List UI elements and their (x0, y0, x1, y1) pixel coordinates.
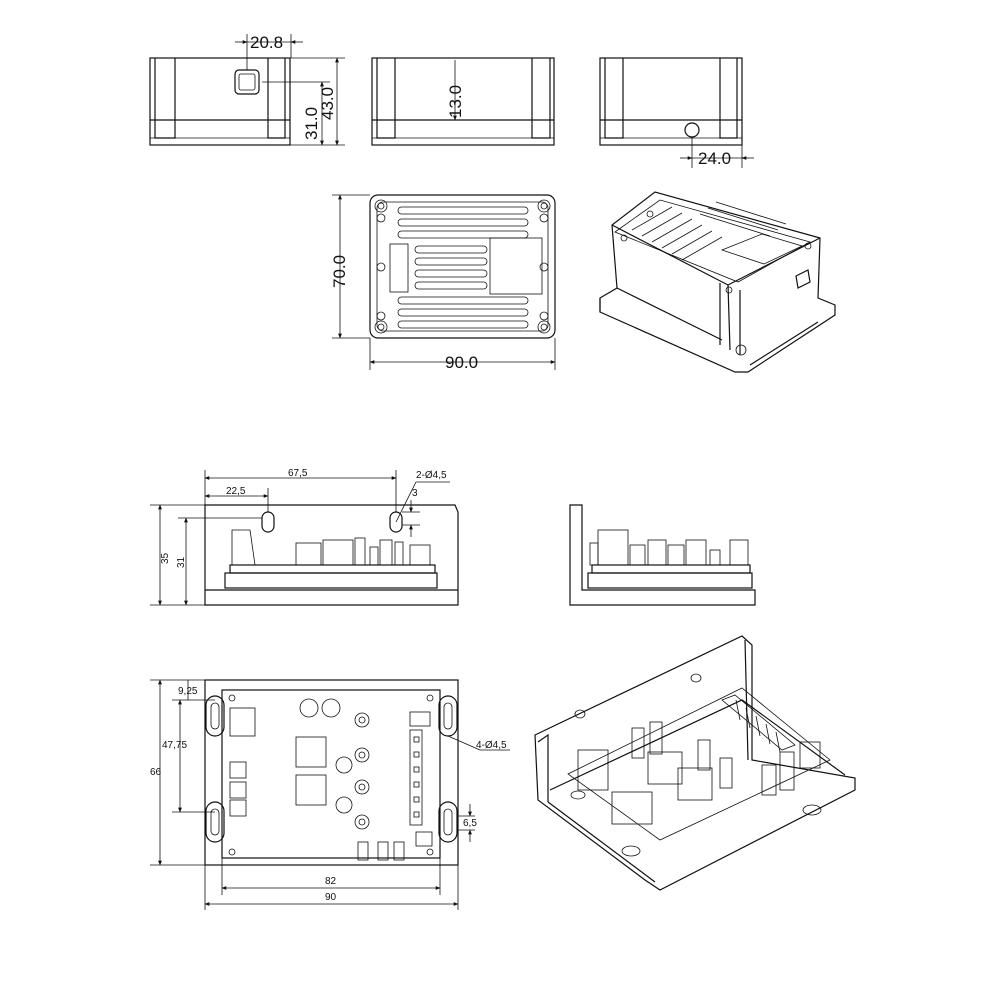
dim-label-height-70-0: 70.0 (330, 255, 349, 288)
driver-plan-view (150, 679, 510, 910)
dim-label-31: 31 (176, 556, 187, 568)
dim-label-22-5: 22,5 (226, 486, 246, 497)
dim-label-slot-spec: 4-Ø4,5 (476, 740, 507, 751)
dim-label-hole-spec: 2-Ø4,5 (416, 470, 447, 481)
iso-cable-hole (795, 269, 811, 289)
dim-label-width-90-0: 90.0 (445, 353, 478, 372)
mounting-slot-left (261, 511, 275, 533)
mounting-holes (374, 199, 551, 334)
label-area-right (489, 237, 543, 295)
cable-hole (684, 122, 700, 138)
pcb-components (229, 698, 433, 861)
driver-side-view (150, 470, 459, 606)
enclosure-side-view (371, 57, 555, 146)
enclosure-isometric-view (599, 191, 836, 373)
dim-label-9-25: 9,25 (178, 686, 198, 697)
mounting-slots (205, 695, 458, 843)
dim-label-height-31-0: 31.0 (302, 107, 321, 140)
driver-end-view (569, 504, 756, 606)
dim-label-3: 3 (412, 488, 418, 499)
enclosure-front-view (149, 34, 345, 146)
dim-label-height-13-0: 13.0 (446, 85, 465, 118)
dim-label-66: 66 (150, 767, 162, 778)
dim-label-offset-24-0: 24.0 (698, 149, 731, 168)
dim-label-width-20-8: 20.8 (250, 33, 283, 52)
enclosure-plan-view (332, 194, 556, 370)
cooling-fins (397, 206, 529, 329)
dim-label-47-75: 47,75 (162, 740, 187, 751)
dim-label-67-5: 67,5 (288, 468, 308, 479)
dim-label-82: 82 (325, 876, 337, 887)
dim-label-height-43-0: 43.0 (318, 87, 337, 120)
driver-isometric-view (534, 635, 856, 891)
dim-label-90: 90 (325, 892, 337, 903)
label-area-left (389, 243, 409, 293)
dim-label-35: 35 (160, 552, 171, 564)
enclosure-back-view (599, 57, 754, 168)
dim-label-6-5: 6,5 (463, 818, 477, 829)
